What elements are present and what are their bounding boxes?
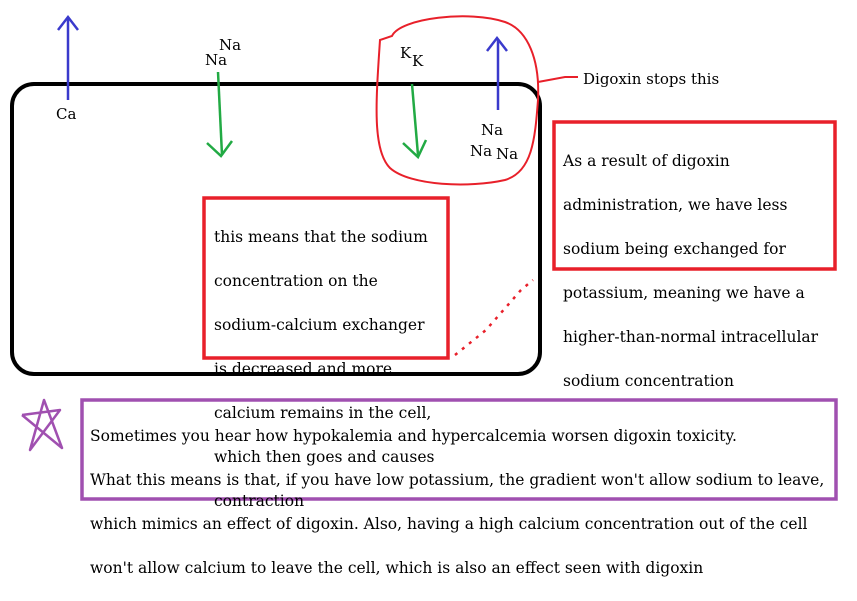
- bottom-note-box: [80, 398, 838, 501]
- text-line: higher-than-normal intracellular: [563, 328, 819, 346]
- text-line: this means that the sodium: [214, 228, 428, 246]
- text-line: As a result of digoxin: [563, 152, 730, 170]
- box-connector-dotted: [454, 279, 534, 356]
- sodium-efflux-arrow: [486, 35, 508, 110]
- center-explanation-text: this means that the sodium concentration…: [214, 204, 434, 534]
- potassium-label: K: [400, 44, 412, 62]
- digoxin-callout-line: [537, 76, 578, 83]
- diagram-canvas: [10, 14, 838, 501]
- star-icon: [21, 398, 64, 452]
- sodium-label: Na: [481, 121, 504, 139]
- right-explanation-text: As a result of digoxin administration, w…: [563, 128, 818, 414]
- right-explanation-box: [552, 120, 837, 271]
- center-explanation-box: [202, 196, 450, 360]
- text-line: sodium-calcium exchanger: [214, 316, 425, 334]
- sodium-potassium-pump-highlight: [375, 15, 540, 186]
- text-line: sodium being exchanged for: [563, 240, 786, 258]
- text-line: which then goes and causes: [214, 448, 435, 466]
- text-line: Sometimes you hear how hypokalemia and h…: [90, 427, 737, 445]
- calcium-label: Ca: [56, 105, 77, 123]
- digoxin-callout-label: Digoxin stops this: [583, 70, 720, 88]
- text-line: administration, we have less: [563, 196, 788, 214]
- sodium-label: Na: [219, 36, 242, 54]
- text-line: is decreased and more: [214, 360, 393, 378]
- sodium-label: Na: [470, 142, 493, 160]
- calcium-efflux-arrow: [57, 14, 79, 100]
- text-line: which mimics an effect of digoxin. Also,…: [90, 515, 808, 533]
- bottom-note-text: Sometimes you hear how hypokalemia and h…: [90, 403, 824, 601]
- potassium-influx-arrow: [402, 83, 428, 160]
- text-line: won't allow calcium to leave the cell, w…: [90, 559, 704, 577]
- text-line: concentration on the: [214, 272, 378, 290]
- potassium-label: K: [412, 52, 424, 70]
- text-line: potassium, meaning we have a: [563, 284, 805, 302]
- text-line: sodium concentration: [563, 372, 734, 390]
- text-line: What this means is that, if you have low…: [90, 471, 825, 489]
- text-line: calcium remains in the cell,: [214, 404, 432, 422]
- sodium-label: Na: [205, 51, 228, 69]
- text-line: contraction: [214, 492, 305, 510]
- cell-outline: [10, 82, 542, 376]
- sodium-label: Na: [496, 145, 519, 163]
- sodium-influx-arrow: [206, 71, 234, 158]
